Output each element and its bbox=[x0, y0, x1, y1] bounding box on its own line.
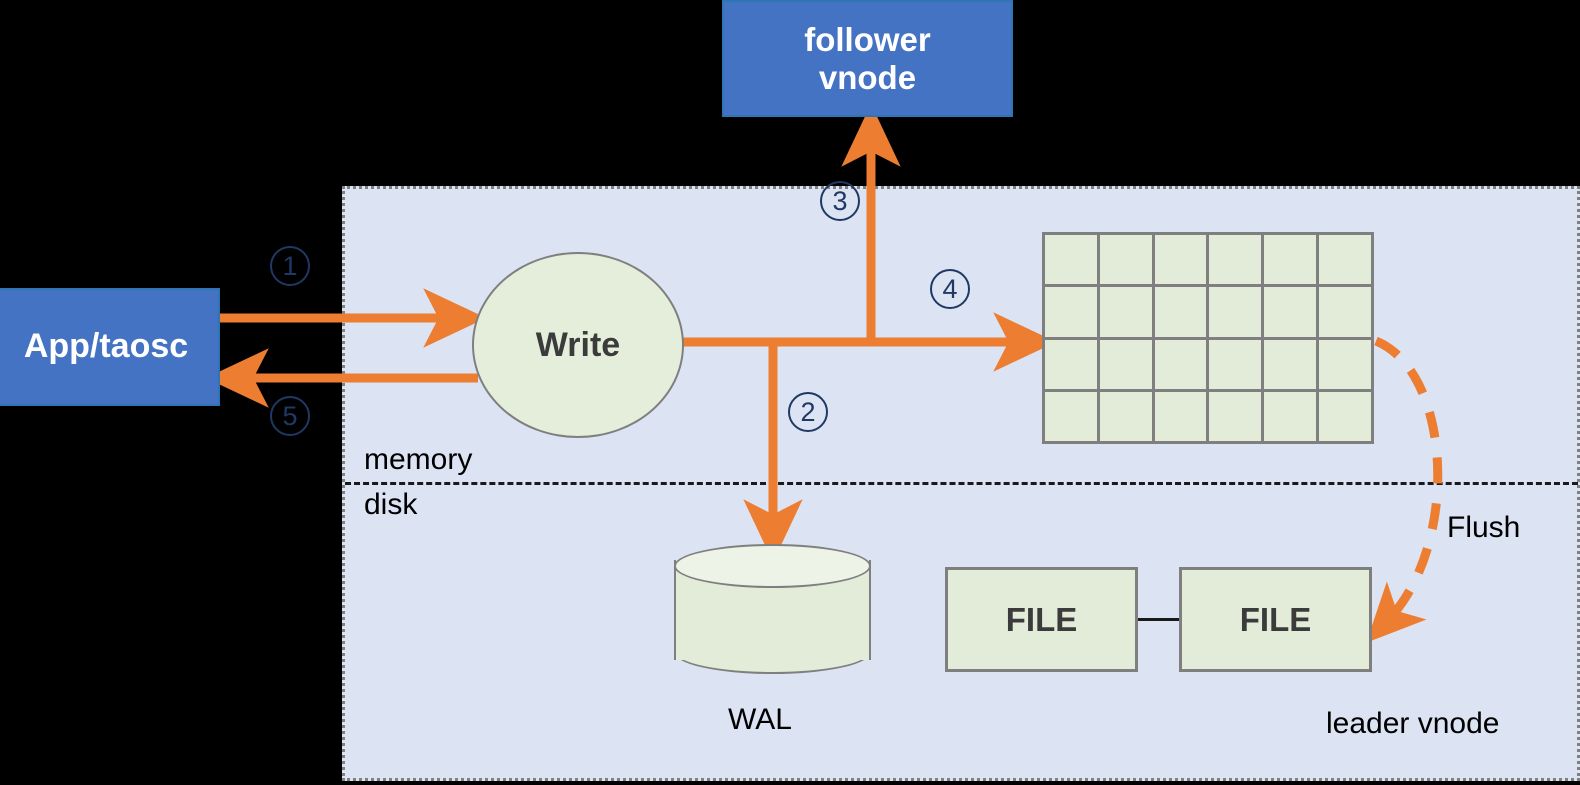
memtable-cell bbox=[1319, 339, 1374, 392]
memtable-cell bbox=[1319, 391, 1374, 444]
memtable-cell bbox=[1319, 287, 1374, 340]
wal-cylinder-top bbox=[674, 544, 871, 588]
follower-vnode-label-line2: vnode bbox=[818, 58, 917, 96]
wal-cylinder[interactable] bbox=[674, 544, 871, 675]
memory-label: memory bbox=[364, 443, 473, 476]
step-marker-5: 5 bbox=[270, 396, 310, 436]
step-marker-1: 1 bbox=[270, 246, 310, 286]
memtable-cell bbox=[1154, 235, 1210, 288]
step-marker-2: 2 bbox=[788, 392, 828, 432]
memtable-cell bbox=[1264, 339, 1320, 392]
memtable-cell bbox=[1045, 391, 1100, 444]
file-node-1-label: FILE bbox=[1005, 600, 1078, 638]
memtable-cell bbox=[1264, 391, 1320, 444]
memtable-cell bbox=[1099, 391, 1155, 444]
memory-disk-divider bbox=[345, 482, 1578, 485]
leader-vnode-label: leader vnode bbox=[1326, 707, 1500, 740]
memtable-cell bbox=[1319, 235, 1374, 288]
follower-vnode-label-line1: follower bbox=[804, 20, 931, 58]
memtable-cell bbox=[1045, 235, 1100, 288]
file-node-1[interactable]: FILE bbox=[945, 567, 1138, 672]
memtable-cell bbox=[1209, 235, 1265, 288]
flush-label: Flush bbox=[1447, 511, 1521, 544]
memtable-cell bbox=[1264, 287, 1320, 340]
file-connector-line bbox=[1138, 618, 1181, 621]
memtable-cell bbox=[1099, 339, 1155, 392]
disk-label: disk bbox=[364, 488, 418, 521]
memtable-cell bbox=[1209, 287, 1265, 340]
write-node[interactable]: Write bbox=[472, 252, 684, 438]
memtable-cell bbox=[1045, 339, 1100, 392]
memtable-cell bbox=[1264, 235, 1320, 288]
memtable-cell bbox=[1154, 287, 1210, 340]
step-marker-4: 4 bbox=[930, 269, 970, 309]
memtable-cell bbox=[1209, 391, 1265, 444]
write-label: Write bbox=[535, 325, 621, 364]
wal-label: WAL bbox=[728, 703, 792, 736]
memtable-cell bbox=[1209, 339, 1265, 392]
memtable-cell bbox=[1045, 287, 1100, 340]
app-taosc-label: App/taosc bbox=[23, 327, 189, 366]
file-node-2-label: FILE bbox=[1239, 600, 1312, 638]
file-node-2[interactable]: FILE bbox=[1179, 567, 1372, 672]
memtable-grid bbox=[1042, 232, 1374, 444]
step-marker-3: 3 bbox=[820, 181, 860, 221]
memtable-cell bbox=[1099, 287, 1155, 340]
follower-vnode-label: follower vnode bbox=[804, 21, 931, 97]
memtable-cell bbox=[1154, 339, 1210, 392]
memtable-cell bbox=[1154, 391, 1210, 444]
memtable-cell bbox=[1099, 235, 1155, 288]
app-taosc-node[interactable]: App/taosc bbox=[0, 288, 220, 406]
follower-vnode-node[interactable]: follower vnode bbox=[722, 0, 1013, 117]
